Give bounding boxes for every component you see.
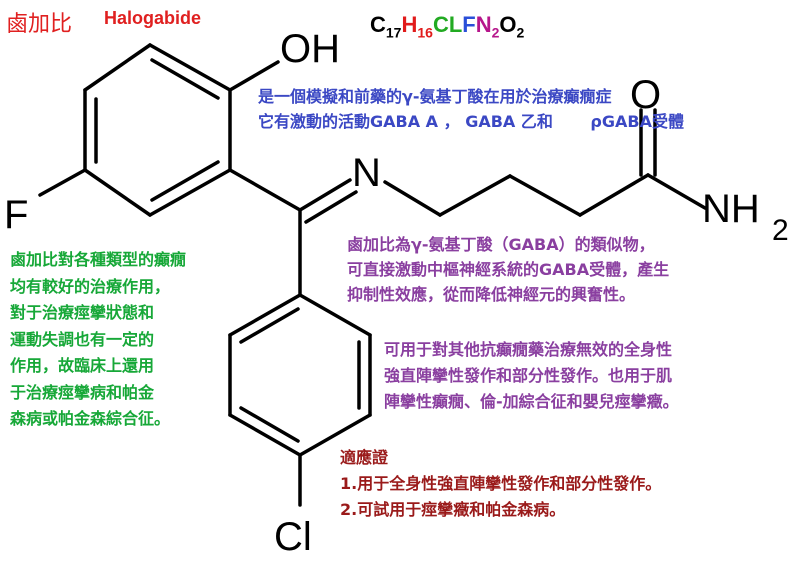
formula-element: O [499, 12, 517, 37]
note-line: 作用，故臨床上還用 [10, 356, 155, 375]
bond [228, 293, 302, 337]
note-line: 對于治療痙攣狀態和 [10, 303, 155, 322]
bond-chain [438, 174, 512, 217]
bond-imine [304, 190, 358, 224]
atom-nh2: NH [702, 187, 760, 231]
bond [83, 43, 152, 92]
bond [298, 293, 372, 337]
formula-subscript: 16 [417, 24, 433, 41]
bond [228, 168, 302, 212]
title-english: Halogabide [104, 8, 202, 28]
note-line: 強直陣攣性發作和部分性發作。也用于肌 [384, 366, 673, 385]
atom-o: O [630, 73, 661, 117]
note-line: 陣攣性癲癇、倫-加綜合征和嬰兒痙攣癥。 [384, 392, 679, 411]
bond-inner [150, 58, 220, 100]
bond-inner [150, 160, 220, 202]
note-clinical-use: 可用于對其他抗癲癇藥治療無效的全身性 強直陣攣性發作和部分性發作。也用于肌 陣攣… [384, 337, 679, 415]
note-line: 它有激動的活動GABA A ， GABA 乙和 ρGABA受體 [258, 112, 684, 131]
formula-element: C [370, 12, 386, 37]
note-mechanism-blue: 是一個模擬和前藥的γ-氨基丁酸在用於治療癲癇症 它有激動的活動GABA A ， … [258, 84, 684, 134]
bond [83, 168, 152, 217]
indications-heading: 適應證 [340, 448, 389, 467]
note-line: 是一個模擬和前藥的γ-氨基丁酸在用於治療癲癇症 [258, 87, 612, 106]
indication-item: 1.用于全身性強直陣攣性發作和部分性發作。 [340, 474, 662, 493]
formula-subscript: 2 [491, 24, 500, 41]
bond-imine [298, 178, 352, 212]
atom-n: N [352, 151, 381, 195]
atom-nh2-subscript: 2 [772, 214, 789, 247]
note-line: 于治療痙攣病和帕金 [10, 382, 155, 402]
bond [148, 43, 232, 92]
formula-subscript: 2 [516, 24, 525, 41]
atom-f: F [4, 193, 28, 237]
atom-cl: Cl [274, 515, 312, 559]
formula-subscript: 17 [385, 24, 402, 41]
indication-item: 2.可試用于痙攣癥和帕金森病。 [340, 500, 566, 519]
bond-f [38, 168, 87, 197]
note-indications: 適應證 1.用于全身性強直陣攣性發作和部分性發作。 2.可試用于痙攣癥和帕金森病… [340, 445, 661, 523]
note-line: 可用于對其他抗癲癇藥治療無效的全身性 [384, 340, 673, 359]
bond-chain [508, 174, 582, 217]
bond [148, 168, 232, 217]
bond-inner [239, 406, 300, 443]
formula-element: N [475, 12, 492, 37]
title-chinese: 鹵加比 [6, 12, 73, 37]
bond [228, 413, 302, 457]
atom-oh: OH [280, 27, 340, 71]
note-line: 運動失調也有一定的 [10, 329, 155, 349]
bond-inner [239, 307, 300, 344]
bond-oh [228, 60, 280, 92]
bond-chain [578, 173, 650, 217]
note-efficacy: 鹵加比對各種類型的癲癇 均有較好的治療作用， 對于治療痙攣狀態和 運動失調也有一… [10, 247, 186, 433]
formula-element: H [401, 12, 418, 37]
note-gaba-analog: 鹵加比為γ-氨基丁酸（GABA）的類似物， 可直接激動中樞神經系統的GABA受體… [347, 232, 669, 307]
note-line: 抑制性效應，從而降低神經元的興奮性。 [347, 285, 636, 304]
formula-element: F [462, 12, 476, 37]
bond [298, 413, 372, 457]
bond-amide [646, 173, 707, 210]
bond-chain [383, 180, 442, 217]
note-line: 鹵加比為γ-氨基丁酸（GABA）的類似物， [347, 235, 655, 254]
molecular-formula: C17H16CLFN2O2 [370, 12, 524, 40]
note-line: 均有較好的治療作用， [10, 276, 171, 296]
note-line: 鹵加比對各種類型的癲癇 [10, 250, 187, 269]
note-line: 可直接激動中樞神經系統的GABA受體，產生 [347, 260, 670, 279]
formula-element: CL [432, 12, 463, 37]
note-line: 森病或帕金森綜合征。 [10, 409, 171, 428]
